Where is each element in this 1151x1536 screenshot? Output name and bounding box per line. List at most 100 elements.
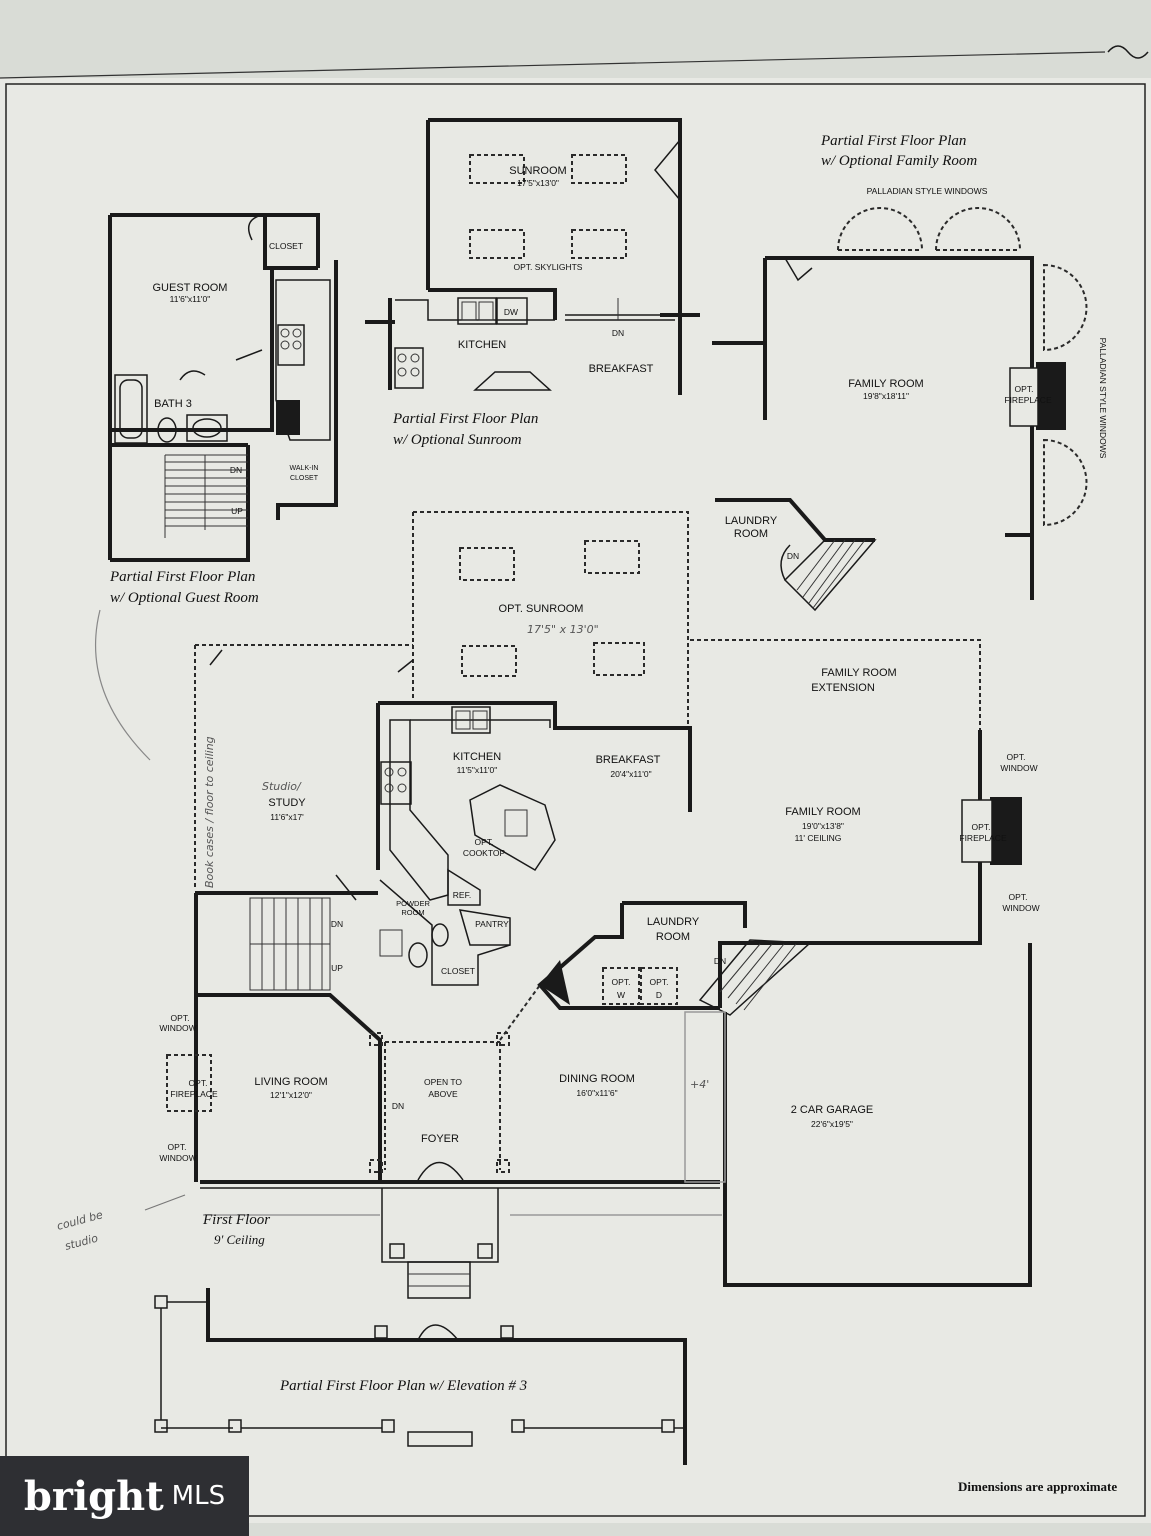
- walkin-label-1: WALK-IN: [290, 465, 319, 472]
- handwritten-studio: Studio/: [262, 780, 302, 793]
- family-caption-2: w/ Optional Family Room: [821, 153, 977, 169]
- handwritten-sunroom-dim: 17'5" x 13'0": [527, 623, 599, 636]
- elevation-caption: Partial First Floor Plan w/ Elevation # …: [279, 1378, 527, 1394]
- powder-room-label-2: ROOM: [401, 908, 424, 917]
- dimensions-note: Dimensions are approximate: [958, 1479, 1118, 1494]
- opt-window-b-label-1: OPT.: [1009, 892, 1028, 902]
- handwritten-arrow: [144, 1194, 186, 1211]
- opt-sunroom-label: OPT. SUNROOM: [499, 603, 584, 615]
- garage-label: 2 CAR GARAGE: [791, 1104, 874, 1116]
- dining-room-label: DINING ROOM: [559, 1073, 635, 1085]
- laundry-dn-label: DN: [714, 956, 726, 966]
- family-extension-label-1: FAMILY ROOM: [821, 667, 896, 679]
- breakfast-dim: 20'4"x11'0": [610, 769, 651, 779]
- sunroom-label: SUNROOM: [509, 165, 566, 177]
- paper-sheet: [0, 78, 1151, 1523]
- foyer-label: FOYER: [421, 1133, 459, 1145]
- first-floor-ceiling-caption: 9' Ceiling: [214, 1232, 265, 1247]
- family-extension-label-2: EXTENSION: [811, 682, 875, 694]
- breakfast-label: BREAKFAST: [596, 754, 661, 766]
- sunroom-plan: [365, 118, 700, 395]
- garage-dim: 22'6"x19'5": [811, 1119, 853, 1129]
- palladian-top-label: PALLADIAN STYLE WINDOWS: [867, 186, 988, 196]
- guest-room-label: GUEST ROOM: [153, 282, 228, 294]
- kitchen-dim: 11'5"x11'0": [457, 765, 498, 775]
- ref-label: REF.: [453, 890, 471, 900]
- pencil-curve-arrow: [94, 609, 151, 761]
- page-top-rule: [0, 51, 1106, 79]
- family-room-plan: [712, 207, 1088, 612]
- living-room-dim: 12'1"x12'0": [270, 1090, 312, 1100]
- family-room-label: FAMILY ROOM: [848, 378, 923, 390]
- opt-fireplace-living-label-1: OPT.: [189, 1078, 208, 1088]
- sunroom-dn-label: DN: [612, 328, 624, 338]
- opt-fireplace-label-2: FIREPLACE: [959, 833, 1007, 843]
- handwritten-bookcases: Book cases / floor to ceiling: [203, 736, 216, 888]
- study-dim: 11'6"x17': [270, 812, 304, 822]
- study-label: STUDY: [268, 797, 306, 809]
- opt-window-a-label-1: OPT.: [1007, 752, 1026, 762]
- sunroom-caption-1: Partial First Floor Plan: [392, 411, 538, 427]
- opt-window-living-label-4: WINDOW: [159, 1153, 196, 1163]
- walkin-label-2: CLOSET: [290, 475, 319, 482]
- guest-closet-label: CLOSET: [269, 241, 303, 251]
- family-laundry-label-2: ROOM: [734, 528, 768, 540]
- logo-word: bright: [23, 1472, 164, 1520]
- bright-mls-logo: bright MLS: [0, 1456, 249, 1536]
- opt-window-a-label-2: WINDOW: [1000, 763, 1037, 773]
- guest-up-label: UP: [231, 506, 243, 516]
- living-room-label: LIVING ROOM: [254, 1076, 327, 1088]
- guest-caption-1: Partial First Floor Plan: [109, 569, 255, 585]
- handwritten-plus4: +4': [690, 1078, 709, 1091]
- opt-window-b-label-2: WINDOW: [1002, 903, 1039, 913]
- opt-window-living-label-3: OPT.: [168, 1142, 187, 1152]
- palladian-side-label: PALLADIAN STYLE WINDOWS: [1098, 338, 1108, 459]
- opt-window-living-label-2: WINDOW: [159, 1023, 196, 1033]
- opt-cooktop-label-1: OPT.: [475, 837, 494, 847]
- family-dn-label: DN: [787, 551, 799, 561]
- main-laundry-label-2: ROOM: [656, 931, 690, 943]
- skylights-label: OPT. SKYLIGHTS: [514, 262, 583, 272]
- first-floor-caption: First Floor: [202, 1212, 270, 1228]
- kitchen-label: KITCHEN: [453, 751, 501, 763]
- main-closet-label: CLOSET: [441, 966, 475, 976]
- family-fireplace-label-1: OPT.: [1015, 384, 1034, 394]
- sunroom-breakfast-label: BREAKFAST: [589, 363, 654, 375]
- sunroom-dw-label: DW: [504, 307, 518, 317]
- opt-fireplace-label-1: OPT.: [972, 822, 991, 832]
- pantry-label: PANTRY: [475, 919, 509, 929]
- living-dn-label: DN: [392, 1101, 404, 1111]
- family-caption-1: Partial First Floor Plan: [820, 133, 966, 149]
- opt-d-label-2: D: [656, 990, 662, 1000]
- guest-dn-label: DN: [230, 465, 242, 475]
- main-floor-plan: [166, 511, 1032, 1299]
- guest-room-plan: [108, 213, 338, 562]
- opt-fireplace-living-label-2: FIREPLACE: [170, 1089, 218, 1099]
- page-border: [5, 83, 1146, 1517]
- logo-mls: MLS: [171, 1481, 226, 1511]
- guest-room-dim: 11'6"x11'0": [170, 294, 211, 304]
- bath3-label: BATH 3: [154, 398, 192, 410]
- opt-w-label-2: W: [617, 990, 625, 1000]
- family-room-dim: 19'8"x18'11": [863, 391, 909, 401]
- guest-caption-2: w/ Optional Guest Room: [110, 590, 259, 606]
- family-laundry-label-1: LAUNDRY: [725, 515, 778, 527]
- sunroom-dim: 17'5"x13'0": [517, 178, 559, 188]
- elevation-plan: [154, 1288, 687, 1465]
- opt-window-living-label-1: OPT.: [171, 1013, 190, 1023]
- main-family-room-dim: 19'0"x13'8": [802, 821, 844, 831]
- sunroom-kitchen-label: KITCHEN: [458, 339, 506, 351]
- opt-w-label-1: OPT.: [612, 977, 631, 987]
- family-ceiling-label: 11' CEILING: [795, 833, 842, 843]
- stair-up-label: UP: [331, 963, 343, 973]
- opt-cooktop-label-2: COOKTOP: [463, 848, 506, 858]
- stair-dn-label: DN: [331, 919, 343, 929]
- open-above-label-1: OPEN TO: [424, 1077, 462, 1087]
- main-laundry-label-1: LAUNDRY: [647, 916, 700, 928]
- dining-room-dim: 16'0"x11'6": [576, 1088, 617, 1098]
- family-fireplace-label-2: FIREPLACE: [1004, 395, 1052, 405]
- ornament-icon: [1107, 45, 1149, 59]
- opt-d-label-1: OPT.: [650, 977, 669, 987]
- main-family-room-label: FAMILY ROOM: [785, 806, 860, 818]
